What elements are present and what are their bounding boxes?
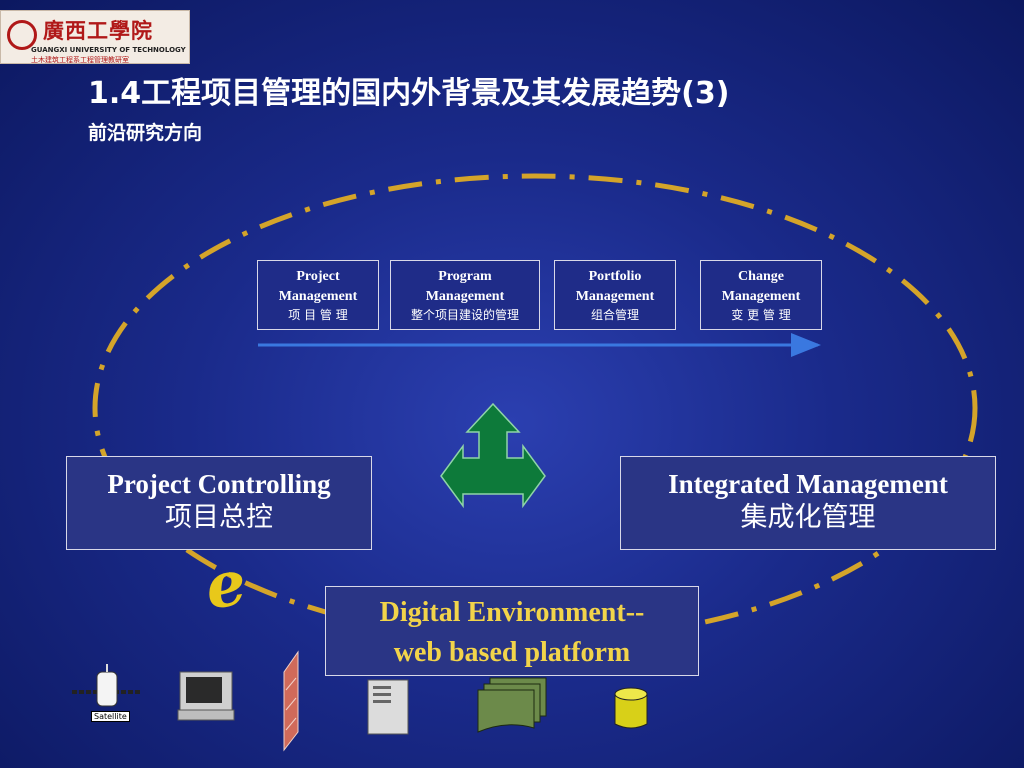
stage-title-line2: Management — [575, 289, 655, 304]
stage-project-management: Project Management 项 目 管 理 — [257, 260, 379, 330]
stage-title-line2: Management — [278, 289, 358, 304]
computer-icon — [177, 671, 235, 721]
slide-title: 1.4工程项目管理的国内外背景及其发展趋势(3) — [88, 76, 730, 111]
seal-icon — [7, 20, 37, 50]
stage-change-management: Change Management 变 更 管 理 — [700, 260, 822, 330]
digital-environment-line1: Digital Environment-- — [379, 597, 645, 628]
satellite-label: Satellite — [91, 711, 130, 722]
stage-title-line1: Project — [296, 269, 340, 284]
stage-program-management: Program Management 整个项目建设的管理 — [390, 260, 540, 330]
project-controlling-chinese: 项目总控 — [165, 502, 273, 533]
documents-icon — [477, 677, 547, 733]
integrated-management-label: Integrated Management — [668, 469, 948, 499]
logo-chinese-name: 廣西工學院 — [43, 18, 153, 43]
stage-title-line1: Portfolio — [588, 269, 642, 284]
satellite-icon — [72, 664, 142, 707]
stage-title-line2: Management — [425, 289, 505, 304]
database-icon — [614, 687, 648, 729]
stage-chinese: 项 目 管 理 — [288, 308, 348, 322]
slide-subtitle: 前沿研究方向 — [88, 122, 203, 144]
university-logo: 廣西工學院 GUANGXI UNIVERSITY OF TECHNOLOGY 土… — [0, 10, 190, 64]
stage-portfolio-management: Portfolio Management 组合管理 — [554, 260, 676, 330]
firewall-icon — [283, 650, 299, 752]
logo-english-name: GUANGXI UNIVERSITY OF TECHNOLOGY — [31, 46, 186, 54]
stage-chinese: 变 更 管 理 — [731, 308, 791, 322]
stage-chinese: 整个项目建设的管理 — [410, 308, 519, 322]
integrated-management-box: Integrated Management 集成化管理 — [620, 456, 996, 550]
integrated-management-chinese: 集成化管理 — [740, 502, 876, 533]
three-way-arrow-icon — [440, 402, 546, 509]
stage-chinese: 组合管理 — [590, 308, 639, 322]
digital-environment-line2: web based platform — [393, 637, 631, 668]
project-controlling-label: Project Controlling — [107, 469, 331, 499]
project-controlling-box: Project Controlling 项目总控 — [66, 456, 372, 550]
stage-title-line2: Management — [721, 289, 801, 304]
logo-department: 土木建筑工程系工程管理教研室 — [31, 56, 129, 64]
stage-title-line1: Change — [738, 269, 784, 284]
server-icon — [367, 679, 409, 735]
digital-environment-box: Digital Environment-- web based platform — [325, 586, 699, 676]
stage-title-line1: Program — [438, 269, 492, 284]
